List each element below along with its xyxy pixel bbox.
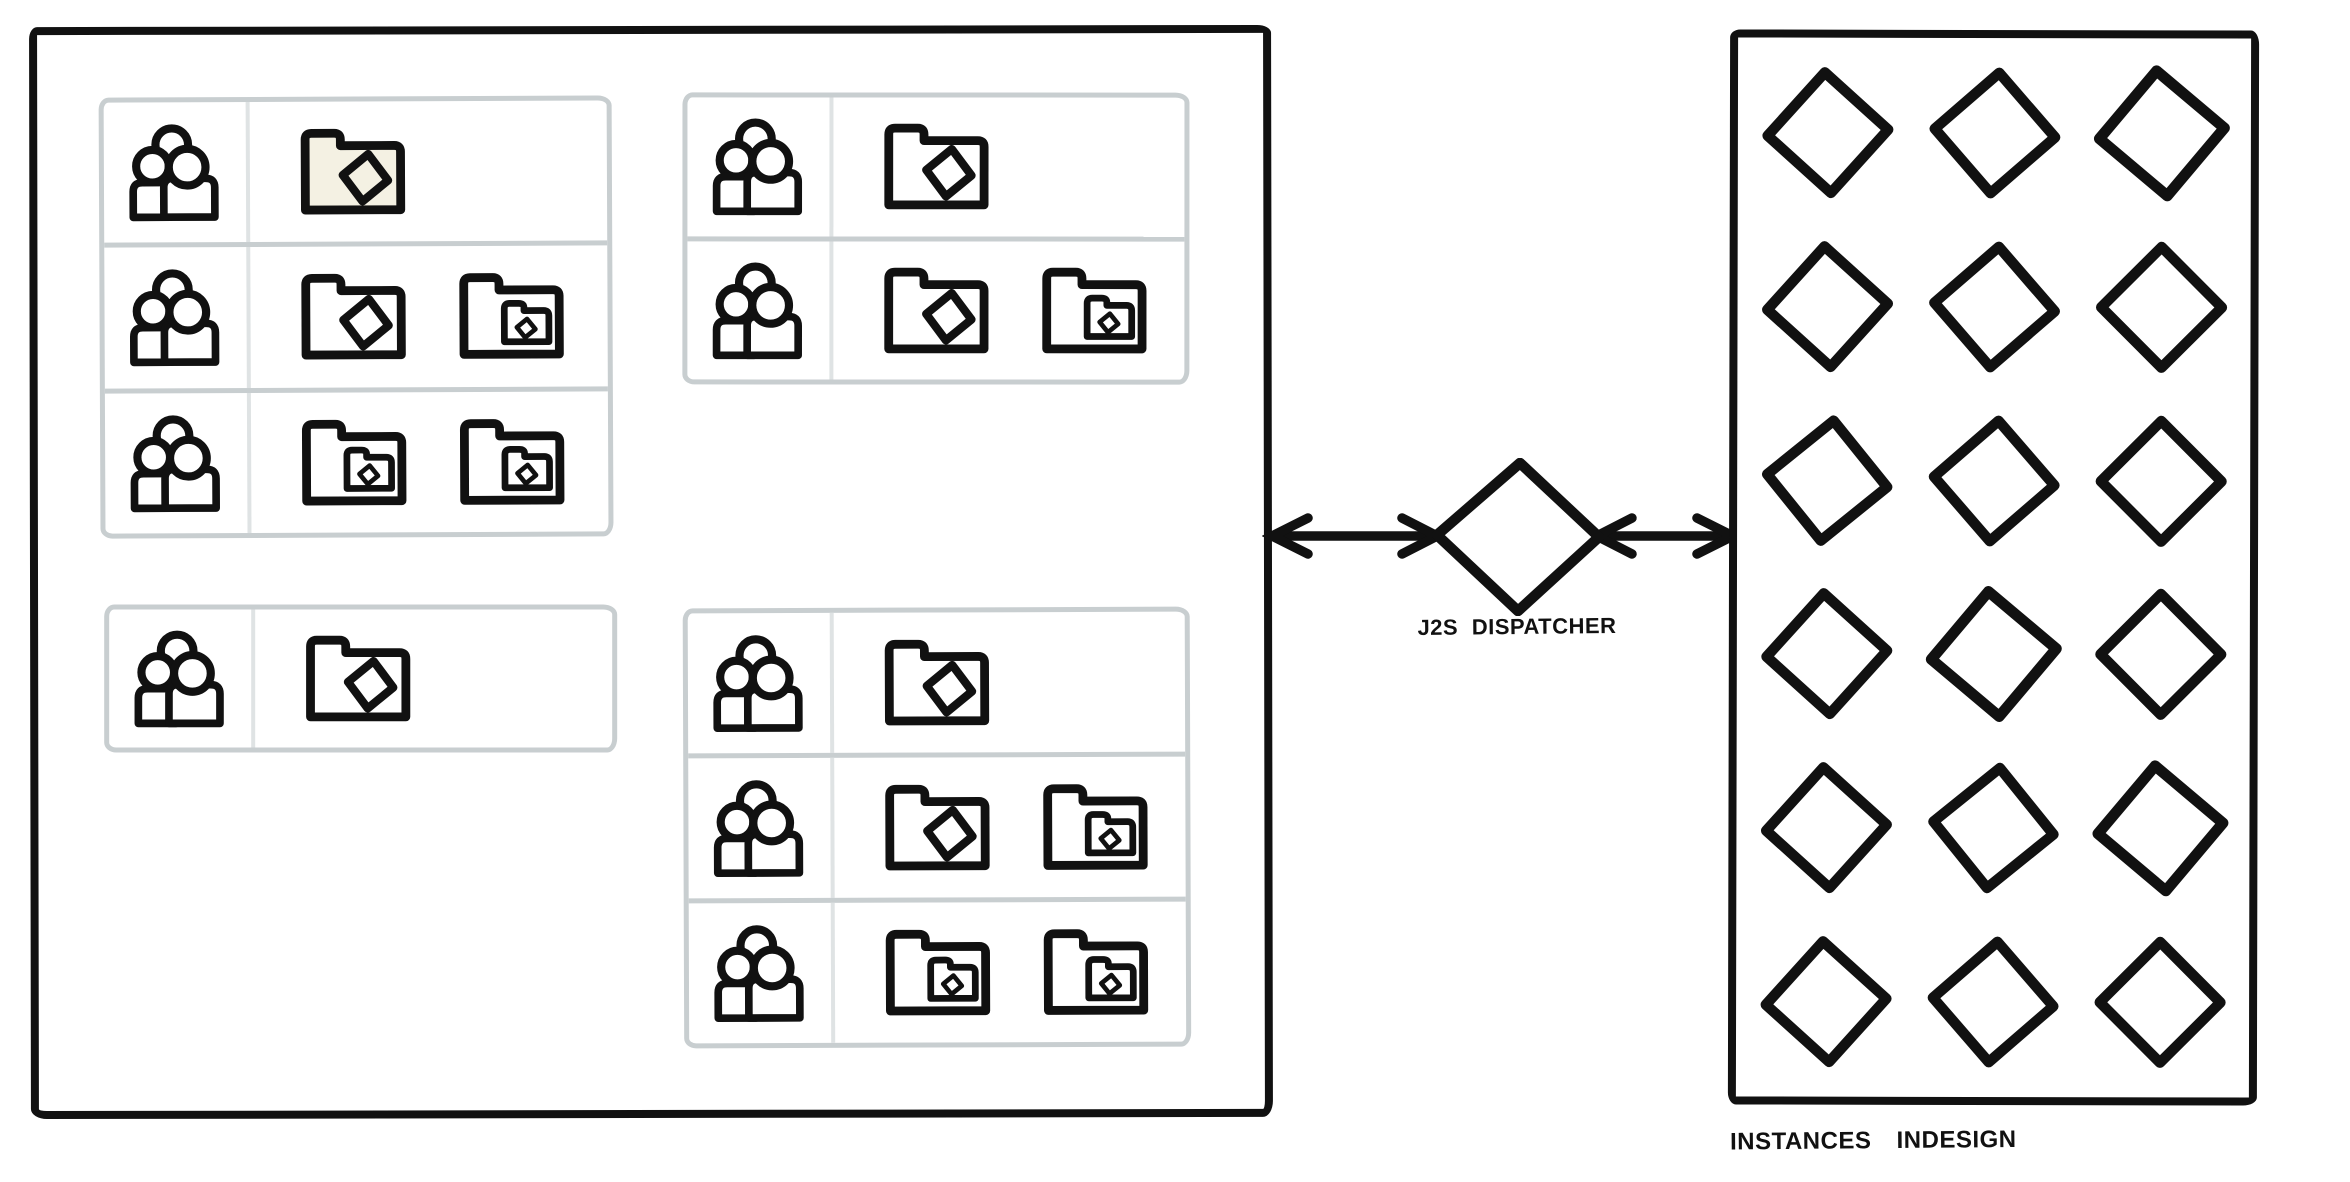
group-row — [688, 896, 1187, 1044]
instances-panel — [1727, 29, 2260, 1106]
folder-subfolder-icon — [459, 418, 565, 505]
instance-diamond-icon — [1927, 763, 2059, 894]
group-row — [109, 609, 612, 748]
group-row — [104, 386, 609, 534]
folders-cell — [250, 100, 608, 242]
instance-diamond-icon — [1760, 936, 1892, 1068]
group-row — [104, 240, 608, 389]
instance-diamond-icon — [2093, 65, 2230, 202]
instance-diamond-icon — [2091, 760, 2228, 897]
users-group-icon — [129, 269, 220, 367]
folder-subfolder-icon — [1043, 784, 1148, 870]
groups-panel — [29, 24, 1273, 1120]
instance-diamond-icon — [1760, 762, 1892, 894]
folders-cell — [833, 97, 1184, 236]
folders-cell — [835, 902, 1186, 1043]
users-cell — [687, 97, 834, 236]
instance-diamond-icon — [1761, 240, 1893, 372]
users-cell — [104, 247, 251, 389]
folders-cell — [250, 246, 608, 388]
dispatcher-label: J2S DISPATCHER — [1417, 612, 1617, 641]
folder-diamond-highlight-icon — [300, 129, 406, 215]
instance-diamond-icon — [1928, 415, 2060, 546]
folder-subfolder-icon — [1043, 929, 1149, 1015]
folder-diamond-icon — [884, 123, 989, 210]
group-row — [688, 751, 1186, 899]
users-group-icon — [713, 780, 804, 877]
client-group-bottom-middle — [682, 606, 1192, 1049]
client-group-top-right — [682, 92, 1190, 385]
users-group-icon — [712, 118, 803, 216]
group-row — [687, 612, 1185, 754]
group-row — [687, 97, 1184, 236]
folder-subfolder-icon — [459, 273, 564, 360]
users-group-icon — [134, 630, 224, 728]
folder-diamond-icon — [884, 267, 989, 354]
instance-diamond-icon — [1925, 586, 2062, 723]
dispatcher-diamond-icon — [1432, 458, 1604, 616]
instance-diamond-icon — [2095, 415, 2227, 547]
arrow-left-head-outer — [1262, 513, 1313, 559]
folders-cell — [251, 391, 609, 533]
folders-cell — [834, 612, 1185, 753]
folder-diamond-icon — [885, 784, 990, 871]
users-cell — [688, 757, 835, 899]
users-group-icon — [713, 635, 803, 732]
users-cell — [109, 609, 256, 748]
client-group-top-left — [98, 95, 614, 539]
users-group-icon — [712, 262, 802, 359]
instance-diamond-icon — [1929, 67, 2060, 199]
instance-diamond-icon — [1927, 936, 2058, 1068]
instance-diamond-icon — [2094, 589, 2226, 721]
folder-diamond-icon — [884, 639, 990, 726]
users-cell — [103, 101, 251, 243]
group-row — [103, 100, 608, 243]
folder-subfolder-icon — [301, 419, 407, 506]
group-row — [687, 235, 1185, 380]
folder-subfolder-icon — [885, 929, 991, 1016]
folders-cell — [834, 757, 1185, 898]
users-cell — [687, 240, 834, 380]
folder-subfolder-icon — [1042, 267, 1147, 354]
users-cell — [104, 392, 252, 534]
instance-diamond-icon — [1928, 241, 2060, 373]
users-cell — [688, 902, 836, 1044]
users-group-icon — [129, 124, 219, 222]
instance-diamond-icon — [1761, 67, 1893, 199]
instances-label: INSTANCES INDESIGN — [1729, 1125, 2017, 1156]
instance-diamond-icon — [2095, 241, 2227, 373]
instance-diamond-icon — [1761, 414, 1892, 546]
instance-diamond-icon — [1760, 588, 1892, 720]
folder-diamond-icon — [306, 635, 411, 722]
folders-cell — [255, 610, 612, 748]
client-group-bottom-left — [104, 604, 618, 753]
folders-cell — [833, 241, 1184, 380]
users-group-icon — [714, 925, 804, 1022]
folder-diamond-icon — [301, 274, 406, 360]
users-cell — [687, 612, 835, 754]
instance-diamond-icon — [2094, 936, 2226, 1068]
instances-grid — [1736, 37, 2251, 1097]
users-group-icon — [130, 415, 220, 513]
